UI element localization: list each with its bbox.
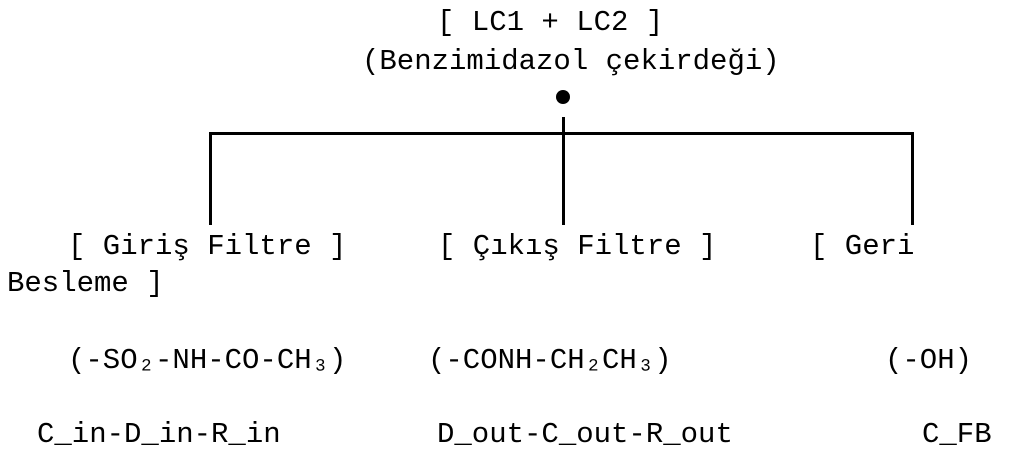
horizontal-connector bbox=[209, 132, 914, 135]
branch-label-input-filter: [ Giriş Filtre ] bbox=[68, 230, 347, 263]
branch-line-left bbox=[209, 132, 212, 225]
branch-label-feedback-cont: Besleme ] bbox=[7, 267, 164, 300]
code-feedback: C_FB bbox=[922, 418, 992, 451]
root-node-dot bbox=[556, 90, 570, 104]
branch-label-output-filter: [ Çıkış Filtre ] bbox=[438, 230, 717, 263]
group-feedback: (-OH) bbox=[885, 344, 973, 377]
root-subtitle: (Benzimidazol çekirdeği) bbox=[362, 45, 780, 78]
branch-line-right bbox=[911, 132, 914, 225]
group-input-filter: (-SO₂-NH-CO-CH₃) bbox=[68, 344, 347, 377]
code-output-filter: D_out-C_out-R_out bbox=[437, 418, 733, 451]
group-output-filter: (-CONH-CH₂CH₃) bbox=[428, 344, 672, 377]
branch-label-feedback: [ Geri bbox=[810, 230, 915, 263]
code-input-filter: C_in-D_in-R_in bbox=[37, 418, 281, 451]
root-title: [ LC1 + LC2 ] bbox=[437, 6, 664, 39]
trunk-line bbox=[562, 117, 565, 225]
